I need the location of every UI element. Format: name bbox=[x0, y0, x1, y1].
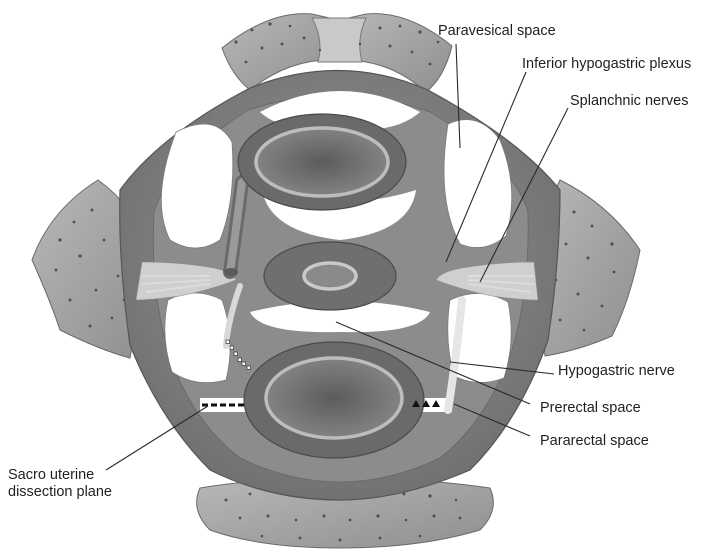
symphysis bbox=[312, 18, 366, 62]
label-hypogastric-nerve: Hypogastric nerve bbox=[558, 363, 675, 380]
paravesical-space-left bbox=[161, 124, 232, 248]
pararectal-space-left bbox=[165, 293, 230, 383]
label-sacro-uterine-dissection-plane: Sacro uterine dissection plane bbox=[8, 467, 112, 501]
bladder bbox=[238, 114, 406, 210]
label-sacro-uterine-line2: dissection plane bbox=[8, 484, 112, 501]
label-paravesical-space: Paravesical space bbox=[438, 23, 556, 40]
label-sacro-uterine-line1: Sacro uterine bbox=[8, 467, 112, 484]
label-splanchnic-nerves: Splanchnic nerves bbox=[570, 93, 689, 110]
label-prerectal-space: Prerectal space bbox=[540, 400, 641, 417]
uterus-cervix bbox=[264, 242, 396, 310]
pararectal-triangles bbox=[412, 400, 440, 407]
label-inferior-hypogastric-plexus: Inferior hypogastric plexus bbox=[522, 56, 691, 73]
label-pararectal-space: Pararectal space bbox=[540, 433, 649, 450]
rectum bbox=[244, 342, 424, 458]
